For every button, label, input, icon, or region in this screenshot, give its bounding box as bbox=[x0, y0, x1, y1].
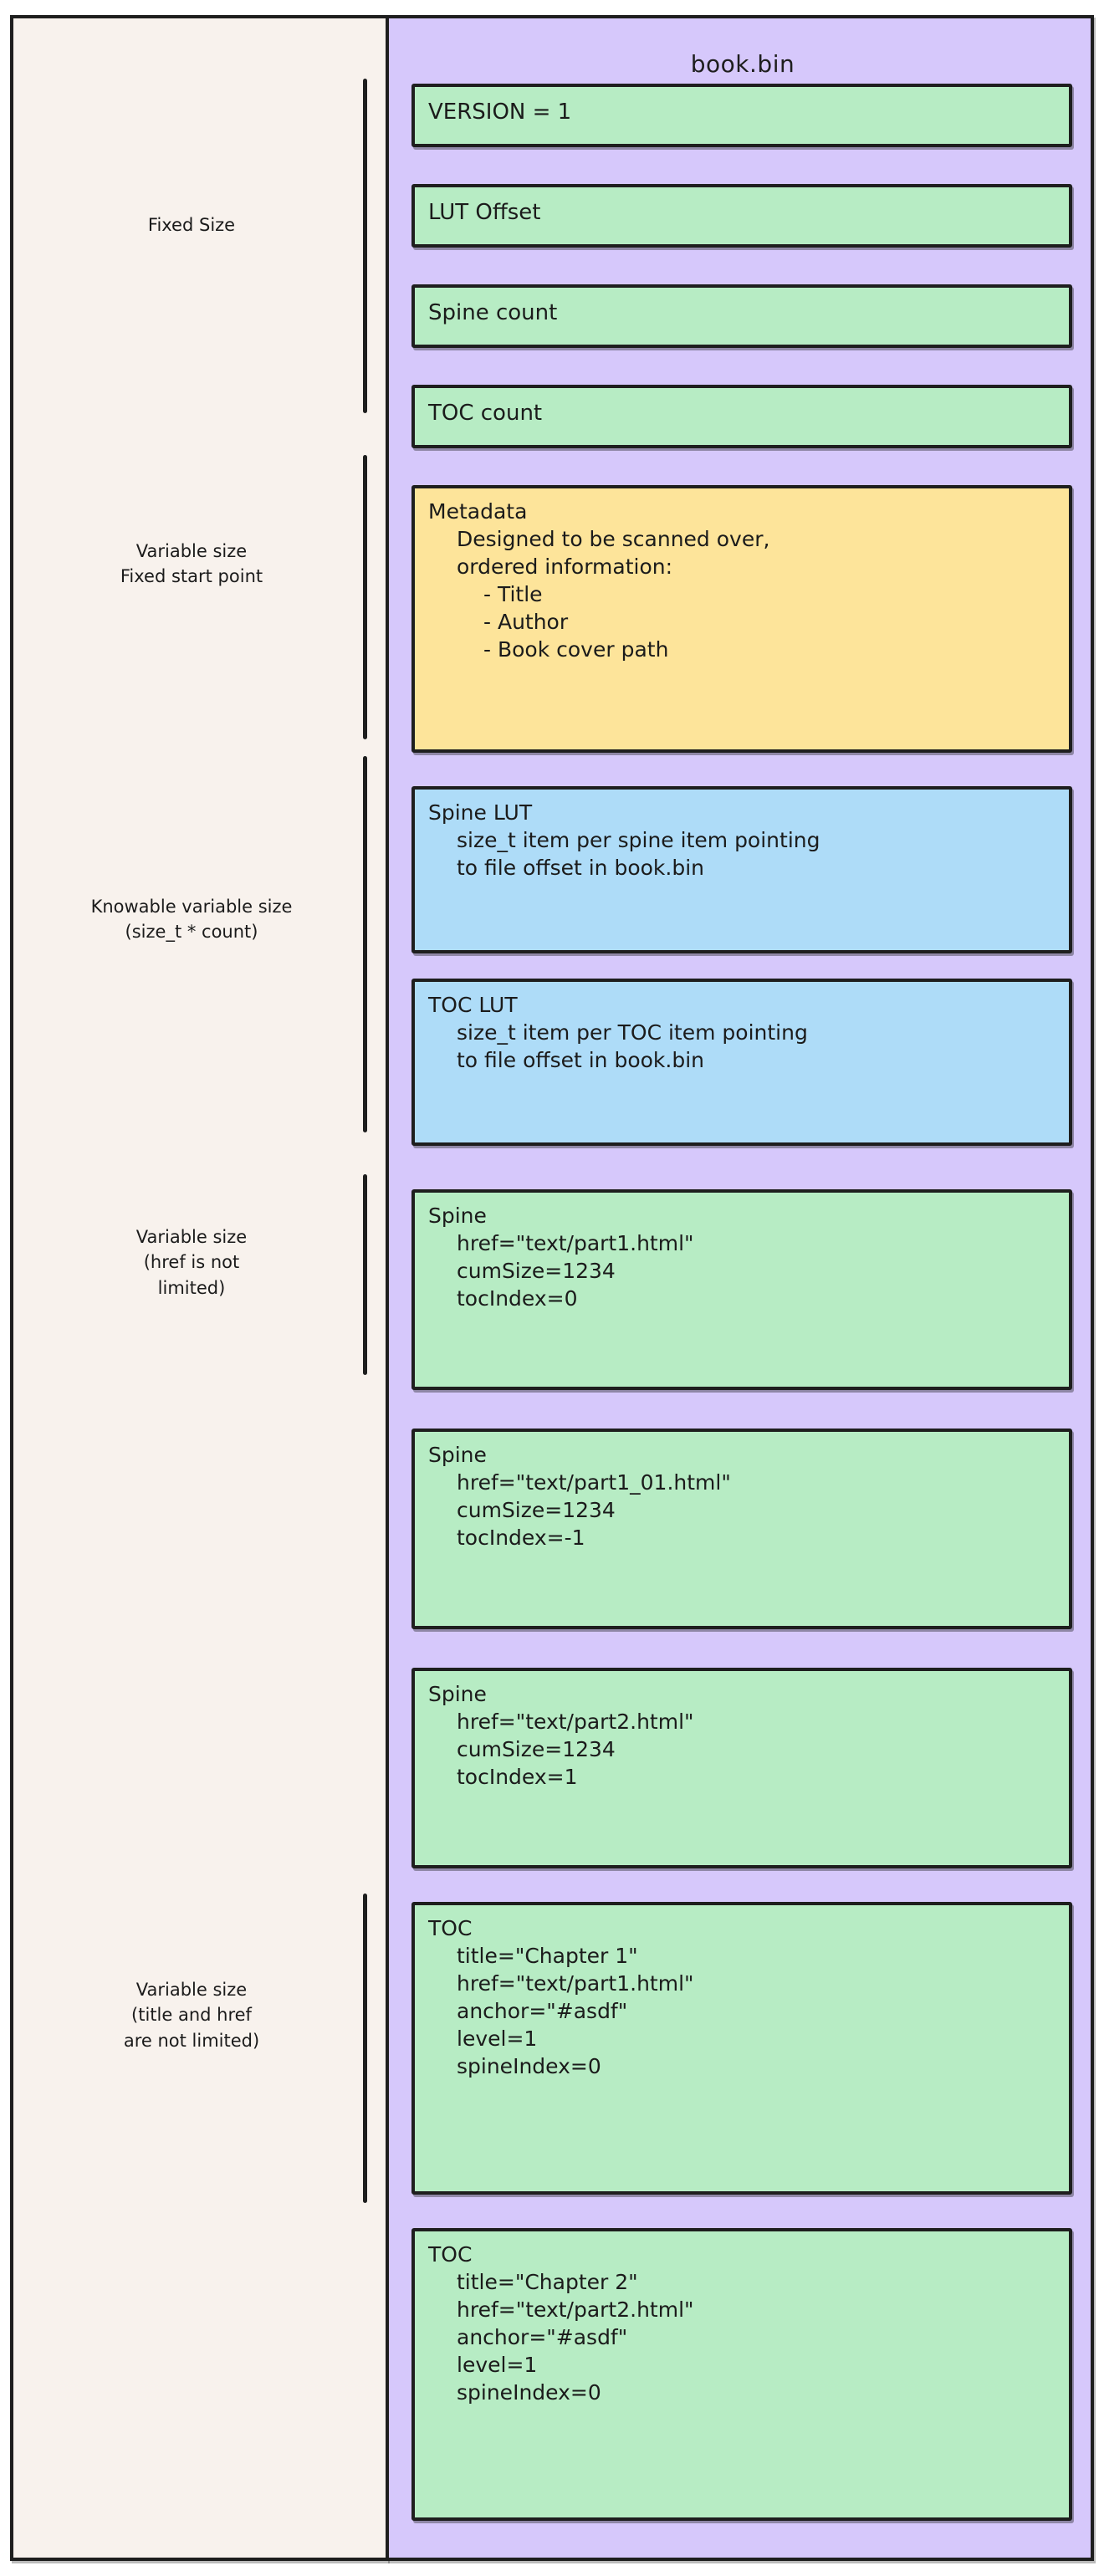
block-spine-lut-line-1: size_t item per spine item pointing bbox=[457, 828, 820, 852]
file-title: book.bin bbox=[690, 50, 795, 78]
block-spine-3-line-0: Spine bbox=[428, 1682, 487, 1706]
block-version-line-0: VERSION = 1 bbox=[428, 100, 572, 125]
block-spine-2: Spine href="text/part1_01.html" cumSize=12… bbox=[411, 1429, 1072, 1629]
block-spine-2-line-3: tocIndex=-1 bbox=[457, 1526, 585, 1550]
block-spine-1-line-1: href="text/part1.html" bbox=[457, 1231, 694, 1255]
block-toc-2: TOC title="Chapter 2" href="text/part2.htm… bbox=[411, 2228, 1072, 2521]
block-metadata-line-3: - Title bbox=[483, 582, 543, 606]
block-lut-offset-line-0: LUT Offset bbox=[428, 200, 541, 225]
block-toc-1-line-2: href="text/part1.html" bbox=[457, 1971, 694, 1996]
block-toc-1-line-4: level=1 bbox=[457, 2027, 538, 2051]
block-spine-1-line-2: cumSize=1234 bbox=[457, 1259, 616, 1283]
bracket-variable-size-fixed-start bbox=[363, 455, 367, 739]
block-toc-2-line-1: title="Chapter 2" bbox=[457, 2270, 638, 2294]
block-spine-2-line-2: cumSize=1234 bbox=[457, 1498, 616, 1522]
bracket-variable-size-title-href bbox=[363, 1894, 367, 2203]
block-spine-1-line-0: Spine bbox=[428, 1204, 487, 1228]
block-spine-1: Spine href="text/part1.html" cumSize=1234 t… bbox=[411, 1189, 1072, 1390]
block-toc-2-line-3: anchor="#asdf" bbox=[457, 2325, 628, 2349]
block-toc-2-line-4: level=1 bbox=[457, 2353, 538, 2377]
side-label-knowable-variable-size: Knowable variable size (size_t * count) bbox=[90, 897, 293, 943]
block-spine-lut-line-0: Spine LUT bbox=[428, 800, 533, 825]
block-toc-2-line-2: href="text/part2.html" bbox=[457, 2297, 694, 2322]
block-spine-lut-line-2: to file offset in book.bin bbox=[457, 856, 705, 880]
block-spine-count-line-0: Spine count bbox=[428, 300, 558, 325]
block-toc-1-line-1: title="Chapter 1" bbox=[457, 1944, 638, 1968]
block-spine-count: Spine count bbox=[411, 284, 1072, 348]
bracket-fixed-size bbox=[363, 79, 367, 413]
side-label-fixed-size: Fixed Size bbox=[147, 215, 236, 235]
block-toc-lut-line-1: size_t item per TOC item pointing bbox=[457, 1020, 808, 1045]
block-toc-1-line-5: spineIndex=0 bbox=[457, 2054, 601, 2078]
block-spine-3-line-1: href="text/part2.html" bbox=[457, 1710, 694, 1734]
block-metadata-line-1: Designed to be scanned over, bbox=[457, 527, 770, 551]
block-toc-lut-line-2: to file offset in book.bin bbox=[457, 1048, 705, 1072]
block-spine-2-line-0: Spine bbox=[428, 1443, 487, 1467]
block-spine-3-line-2: cumSize=1234 bbox=[457, 1737, 616, 1761]
block-toc-lut: TOC LUT size_t item per TOC item pointing… bbox=[411, 979, 1072, 1146]
block-toc-1-line-0: TOC bbox=[428, 1916, 473, 1940]
bracket-variable-size-href bbox=[363, 1174, 367, 1375]
block-spine-2-line-1: href="text/part1_01.html" bbox=[457, 1470, 731, 1495]
block-lut-offset: LUT Offset bbox=[411, 184, 1072, 248]
block-metadata-line-0: Metadata bbox=[428, 499, 528, 524]
side-label-variable-size-href: Variable size (href is not limited) bbox=[135, 1227, 248, 1298]
block-toc-count-line-0: TOC count bbox=[428, 401, 543, 426]
block-spine-3-line-3: tocIndex=1 bbox=[457, 1765, 578, 1789]
block-spine-lut: Spine LUT size_t item per spine item poin… bbox=[411, 786, 1072, 953]
block-spine-1-line-3: tocIndex=0 bbox=[457, 1286, 578, 1311]
block-toc-1: TOC title="Chapter 1" href="text/part1.htm… bbox=[411, 1902, 1072, 2195]
block-metadata-line-2: ordered information: bbox=[457, 555, 673, 579]
block-toc-1-line-3: anchor="#asdf" bbox=[457, 1999, 628, 2023]
block-metadata-line-5: - Book cover path bbox=[483, 637, 669, 662]
side-label-variable-size-fixed-start: Variable size Fixed start point bbox=[120, 541, 263, 587]
bracket-knowable-variable-size bbox=[363, 756, 367, 1132]
block-toc-2-line-0: TOC bbox=[428, 2242, 473, 2267]
block-toc-lut-line-0: TOC LUT bbox=[428, 993, 518, 1017]
block-spine-3: Spine href="text/part2.html" cumSize=1234 t… bbox=[411, 1668, 1072, 1868]
block-toc-2-line-5: spineIndex=0 bbox=[457, 2380, 601, 2405]
block-version: VERSION = 1 bbox=[411, 84, 1072, 147]
block-toc-count: TOC count bbox=[411, 385, 1072, 448]
side-label-variable-size-title-href: Variable size (title and href are not li… bbox=[123, 1980, 260, 2051]
block-metadata-line-4: - Author bbox=[483, 610, 569, 634]
